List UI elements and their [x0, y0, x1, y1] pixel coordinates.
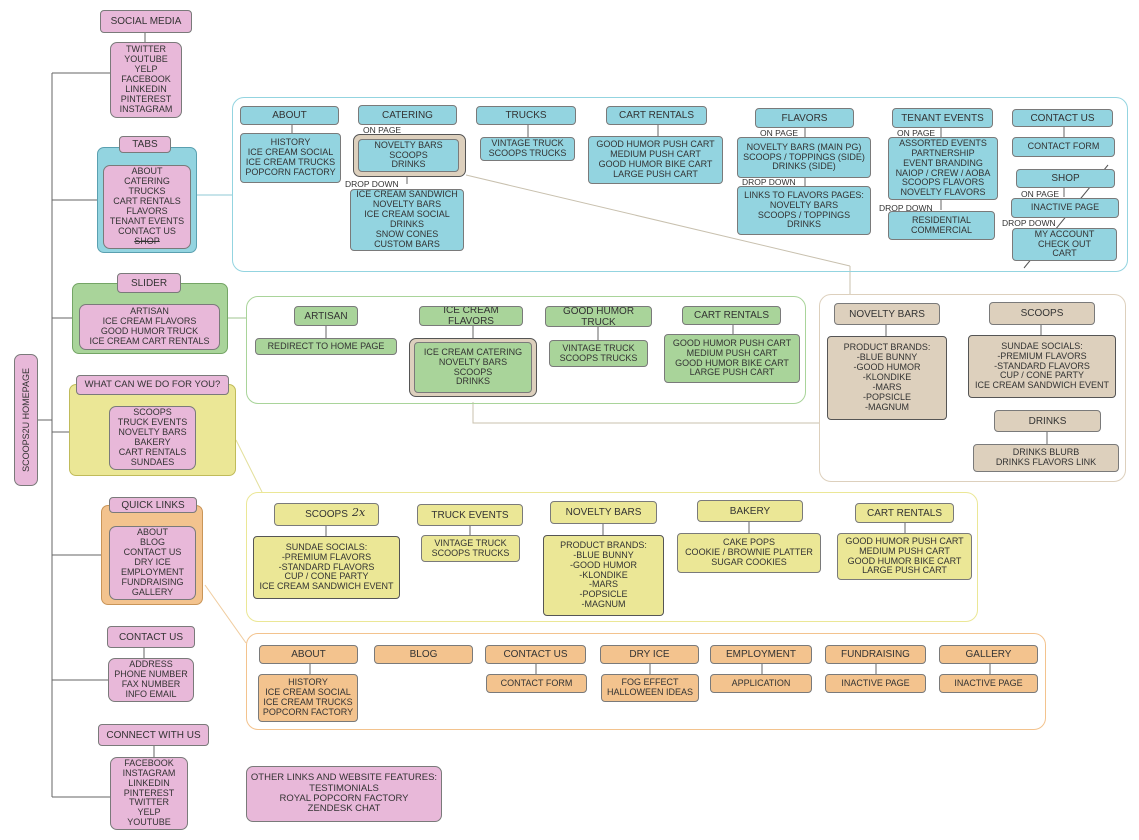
tenant-drop-down-label: DROP DOWN — [879, 203, 933, 213]
slider-cart-title: CART RENTALS — [682, 306, 781, 325]
what-bakery-items: CAKE POPS COOKIE / BROWNIE PLATTER SUGAR… — [677, 533, 821, 573]
slider-truck-title: GOOD HUMOR TRUCK — [545, 306, 652, 327]
shop-drop-down-items: MY ACCOUNT CHECK OUT CART — [1012, 228, 1117, 261]
tabs-section-frame — [232, 97, 1128, 272]
what-cart-title: CART RENTALS — [855, 503, 954, 523]
what-items: SCOOPS TRUCK EVENTS NOVELTY BARS BAKERY … — [109, 406, 196, 470]
tab-contact-us-items: CONTACT FORM — [1012, 137, 1115, 157]
flavor-novelty-title: NOVELTY BARS — [834, 303, 940, 325]
tab-cart-rentals-items: GOOD HUMOR PUSH CART MEDIUM PUSH CART GO… — [588, 136, 723, 184]
flavor-scoops-title: SCOOPS — [989, 302, 1095, 325]
slider-flavors-title: ICE CREAM FLAVORS — [419, 306, 523, 326]
tab-contact-us-title: CONTACT US — [1012, 109, 1113, 127]
catering-on-page-label: ON PAGE — [363, 125, 402, 135]
tenant-on-page-label: ON PAGE — [897, 128, 936, 138]
tenant-drop-down-items: RESIDENTIAL COMMERCIAL — [888, 211, 995, 240]
quick-fundraising-items: INACTIVE PAGE — [825, 674, 926, 693]
slider-cart-items: GOOD HUMOR PUSH CART MEDIUM PUSH CART GO… — [664, 334, 800, 383]
catering-drop-down-items: ICE CREAM SANDWICH NOVELTY BARS ICE CREA… — [350, 189, 464, 251]
catering-on-page-items: NOVELTY BARS SCOOPS DRINKS — [358, 139, 459, 172]
tabs-item: CATERING — [124, 176, 170, 187]
quick-blog-title: BLOG — [374, 645, 473, 664]
quick-section-frame — [246, 633, 1046, 730]
slider-artisan-title: ARTISAN — [294, 306, 358, 326]
quick-links-items: ABOUT BLOG CONTACT US DRY ICE EMPLOYMENT… — [109, 526, 196, 600]
tabs-item: TENANT EVENTS — [109, 215, 185, 226]
quick-fundraising-title: FUNDRAISING — [825, 645, 926, 664]
root-node: SCOOPS2U HOMEPAGE — [14, 354, 38, 486]
quick-contact-title: CONTACT US — [485, 645, 586, 664]
root-title: SCOOPS2U HOMEPAGE — [21, 368, 32, 472]
tab-catering-title: CATERING — [358, 105, 457, 125]
slider-section-frame — [246, 296, 806, 404]
tenant-on-page-items: ASSORTED EVENTS PARTNERSHIP EVENT BRANDI… — [888, 137, 998, 200]
what-section-frame — [246, 492, 978, 622]
tabs-item-shop: SHOP — [134, 235, 160, 246]
tabs-item: FLAVORS — [126, 206, 168, 216]
flavor-drinks-items: DRINKS BLURB DRINKS FLAVORS LINK — [973, 444, 1119, 472]
shop-on-page-label: ON PAGE — [1021, 189, 1060, 199]
tabs-item: TRUCKS — [128, 186, 166, 197]
slider-truck-items: VINTAGE TRUCK SCOOPS TRUCKS — [549, 340, 648, 367]
tab-about-title: ABOUT — [240, 106, 339, 125]
tabs-item: CART RENTALS — [113, 196, 181, 207]
tab-shop-title: SHOP — [1016, 169, 1115, 188]
tabs-item: ABOUT — [131, 166, 163, 177]
quick-gallery-items: INACTIVE PAGE — [939, 674, 1038, 693]
quick-dry-ice-items: FOG EFFECT HALLOWEEN IDEAS — [601, 674, 699, 702]
what-bakery-title: BAKERY — [697, 500, 803, 522]
tabs-item: CONTACT US — [118, 225, 176, 236]
what-novelty-title: NOVELTY BARS — [550, 501, 657, 524]
catering-drop-down-label: DROP DOWN — [345, 179, 399, 189]
tab-about-items: HISTORY ICE CREAM SOCIAL ICE CREAM TRUCK… — [240, 133, 341, 183]
flavors-drop-down-label: DROP DOWN — [742, 177, 796, 187]
what-scoops-items: SUNDAE SOCIALS: -PREMIUM FLAVORS -STANDA… — [253, 536, 400, 599]
quick-contact-items: CONTACT FORM — [486, 674, 587, 693]
flavors-on-page-items: NOVELTY BARS (MAIN PG) SCOOPS / TOPPINGS… — [737, 137, 871, 178]
social-media-title: SOCIAL MEDIA — [100, 10, 192, 33]
tab-cart-rentals-title: CART RENTALS — [606, 106, 707, 125]
tab-flavors-title: FLAVORS — [755, 108, 854, 128]
quick-links-title: QUICK LINKS — [109, 497, 197, 513]
shop-on-page-items: INACTIVE PAGE — [1011, 198, 1119, 218]
flavors-section-frame — [819, 294, 1126, 482]
social-media-items: TWITTER YOUTUBE YELP FACEBOOK LINKEDIN P… — [110, 42, 182, 118]
tab-trucks-items: VINTAGE TRUCK SCOOPS TRUCKS — [480, 137, 575, 161]
quick-about-items: HISTORY ICE CREAM SOCIAL ICE CREAM TRUCK… — [258, 674, 358, 722]
what-scoops-note: 2x — [352, 506, 366, 519]
flavors-drop-down-items: LINKS TO FLAVORS PAGES: NOVELTY BARS SCO… — [737, 186, 871, 235]
contact-items: ADDRESS PHONE NUMBER FAX NUMBER INFO EMA… — [108, 658, 194, 702]
slider-items: ARTISAN ICE CREAM FLAVORS GOOD HUMOR TRU… — [79, 304, 220, 350]
tabs-items: ABOUT CATERING TRUCKS CART RENTALS FLAVO… — [103, 165, 191, 249]
quick-employment-items: APPLICATION — [710, 674, 812, 693]
slider-flavors-items: ICE CREAM CATERING NOVELTY BARS SCOOPS D… — [414, 342, 532, 393]
what-truck-title: TRUCK EVENTS — [417, 504, 523, 526]
shop-drop-down-label: DROP DOWN — [1002, 218, 1056, 228]
quick-dry-ice-title: DRY ICE — [600, 645, 699, 664]
flavor-drinks-title: DRINKS — [994, 410, 1101, 432]
flavors-on-page-label: ON PAGE — [760, 128, 799, 138]
slider-title: SLIDER — [117, 273, 181, 293]
slider-artisan-items: REDIRECT TO HOME PAGE — [255, 338, 397, 355]
quick-about-title: ABOUT — [259, 645, 358, 664]
contact-title: CONTACT US — [107, 626, 195, 648]
connect-title: CONNECT WITH US — [98, 724, 209, 746]
what-scoops-title: SCOOPS — [274, 503, 379, 526]
what-cart-items: GOOD HUMOR PUSH CART MEDIUM PUSH CART GO… — [837, 533, 972, 580]
quick-employment-title: EMPLOYMENT — [710, 645, 812, 664]
tab-tenant-events-title: TENANT EVENTS — [892, 108, 993, 128]
connect-items: FACEBOOK INSTAGRAM LINKEDIN PINTEREST TW… — [110, 757, 188, 830]
flavor-scoops-items: SUNDAE SOCIALS: -PREMIUM FLAVORS -STANDA… — [968, 335, 1116, 398]
tab-trucks-title: TRUCKS — [476, 106, 576, 125]
what-truck-items: VINTAGE TRUCK SCOOPS TRUCKS — [421, 535, 520, 562]
flavor-novelty-items: PRODUCT BRANDS: -BLUE BUNNY -GOOD HUMOR … — [827, 336, 947, 420]
tabs-title: TABS — [119, 136, 171, 153]
what-novelty-items: PRODUCT BRANDS: -BLUE BUNNY -GOOD HUMOR … — [543, 535, 664, 616]
what-title: WHAT CAN WE DO FOR YOU? — [76, 375, 229, 395]
quick-gallery-title: GALLERY — [939, 645, 1038, 664]
other-features: OTHER LINKS AND WEBSITE FEATURES: TESTIM… — [246, 766, 442, 822]
